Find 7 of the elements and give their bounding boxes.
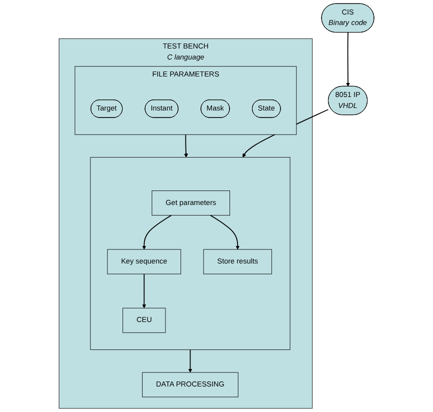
cluster: [90, 157, 290, 350]
arrow: [346, 32, 350, 87]
arrow: [210, 214, 240, 250]
arrow: [142, 214, 172, 250]
arrow: [184, 134, 188, 158]
arrow: [188, 349, 192, 373]
arrow: [142, 274, 146, 308]
